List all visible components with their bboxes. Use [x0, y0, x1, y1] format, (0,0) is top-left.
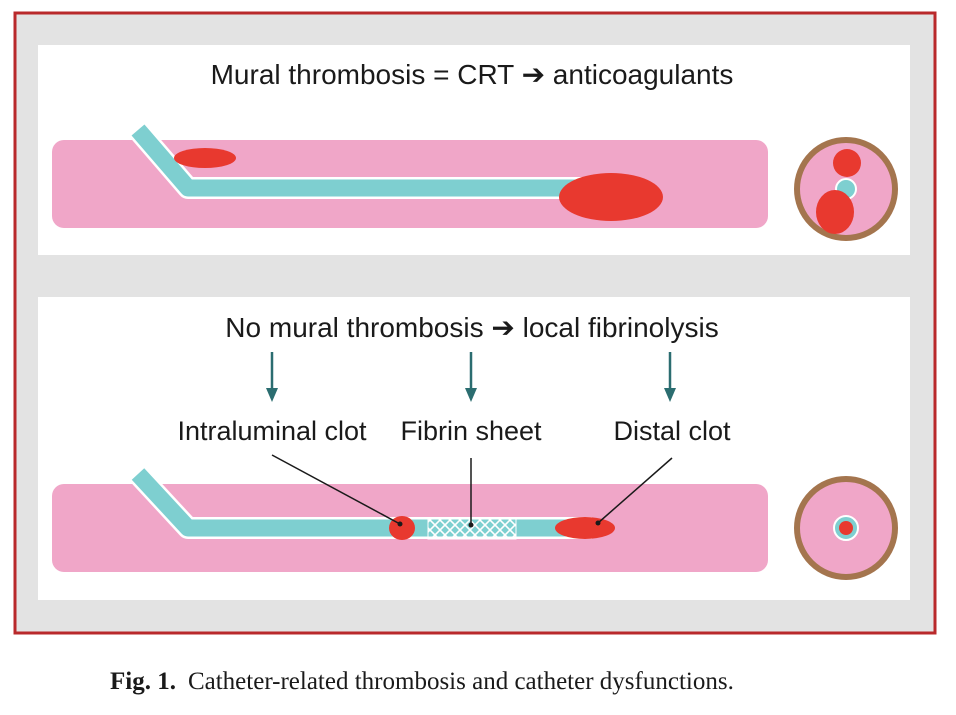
figure-caption: Fig. 1. Catheter-related thrombosis and c…	[110, 668, 910, 696]
arrow-distal-head	[664, 388, 676, 402]
fibrin-sheet	[427, 517, 517, 540]
clot-cross-section-intraluminal	[839, 521, 853, 535]
cross-section-top	[794, 137, 898, 241]
top-panel-title: Mural thrombosis = CRT ➔ anticoagulants	[211, 59, 734, 90]
figure-diagram: Mural thrombosis = CRT ➔ anticoagulants …	[13, 11, 937, 635]
leader-dot-fibrin	[468, 522, 474, 528]
arrow-intraluminal-head	[266, 388, 278, 402]
label-distal-clot: Distal clot	[613, 416, 731, 446]
down-arrows	[266, 352, 676, 402]
clot-cross-section-lower	[816, 190, 854, 234]
leader-dot-intraluminal	[397, 521, 403, 527]
bottom-panel: No mural thrombosis ➔ local fibrinolysis…	[38, 297, 910, 600]
mural-clot-large	[559, 173, 663, 221]
leader-distal	[597, 457, 673, 524]
caption-label: Fig. 1.	[110, 668, 176, 695]
top-panel: Mural thrombosis = CRT ➔ anticoagulants	[38, 45, 910, 255]
label-fibrin-sheet: Fibrin sheet	[400, 416, 542, 446]
distal-clot	[555, 517, 615, 539]
leader-intraluminal	[271, 454, 401, 525]
caption-text: Catheter-related thrombosis and catheter…	[187, 668, 734, 695]
clot-cross-section-upper	[833, 149, 861, 177]
arrow-fibrin-head	[465, 388, 477, 402]
mural-clot-small	[174, 148, 236, 168]
label-intraluminal-clot: Intraluminal clot	[177, 416, 367, 446]
cross-section-bottom	[794, 476, 898, 580]
bottom-panel-title: No mural thrombosis ➔ local fibrinolysis	[225, 312, 718, 343]
leader-dot-distal	[595, 520, 601, 526]
catheter-top	[131, 124, 595, 197]
